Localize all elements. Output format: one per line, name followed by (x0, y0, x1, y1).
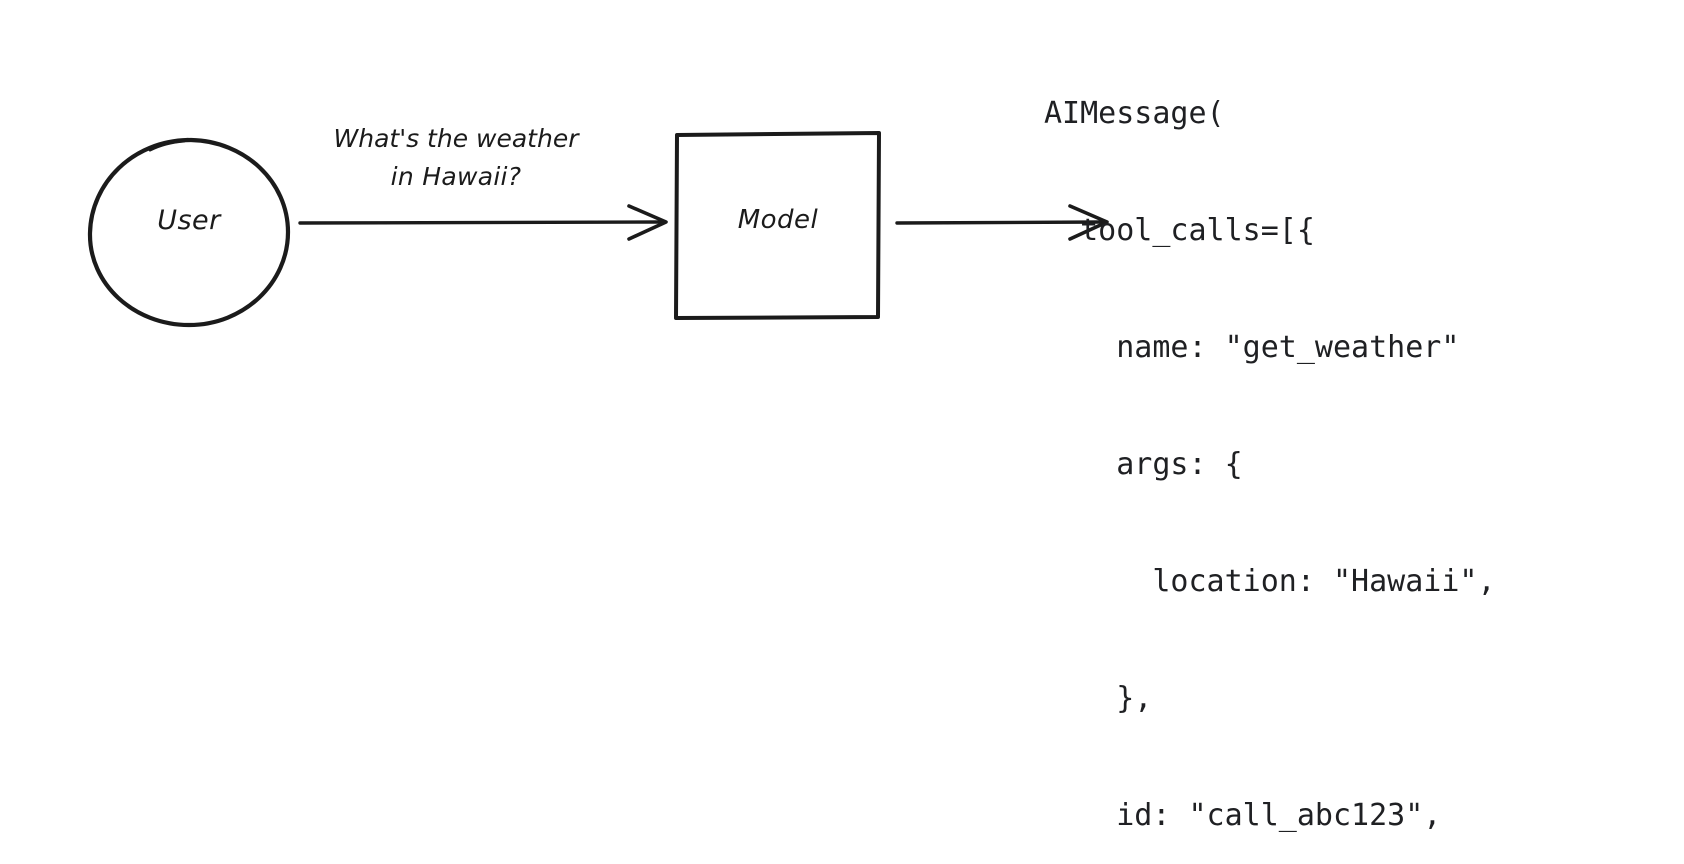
code-line: args: { (1044, 447, 1243, 482)
code-line: tool_calls=[{ (1044, 213, 1315, 248)
arrow-model-to-output (895, 204, 1109, 241)
user-node-label: User (157, 205, 221, 236)
edge-label-line-1: What's the weather (333, 124, 579, 153)
code-line: location: "Hawaii", (1044, 564, 1496, 599)
model-node-box[interactable] (674, 131, 881, 320)
diagram-canvas (87, 131, 1109, 328)
code-line: }, (1044, 681, 1153, 716)
code-line: AIMessage( (1044, 96, 1225, 131)
user-node-circle[interactable] (87, 137, 291, 328)
code-output-block: AIMessage( tool_calls=[{ name: "get_weat… (1044, 16, 1496, 864)
code-line: name: "get_weather" (1044, 330, 1460, 365)
edge-label-line-2: in Hawaii? (390, 162, 522, 191)
edge-label-user-to-model: What's the weather in Hawaii? (296, 120, 616, 196)
model-node-label: Model (737, 205, 819, 235)
arrow-user-to-model (298, 204, 668, 241)
code-line: id: "call_abc123", (1044, 798, 1442, 833)
